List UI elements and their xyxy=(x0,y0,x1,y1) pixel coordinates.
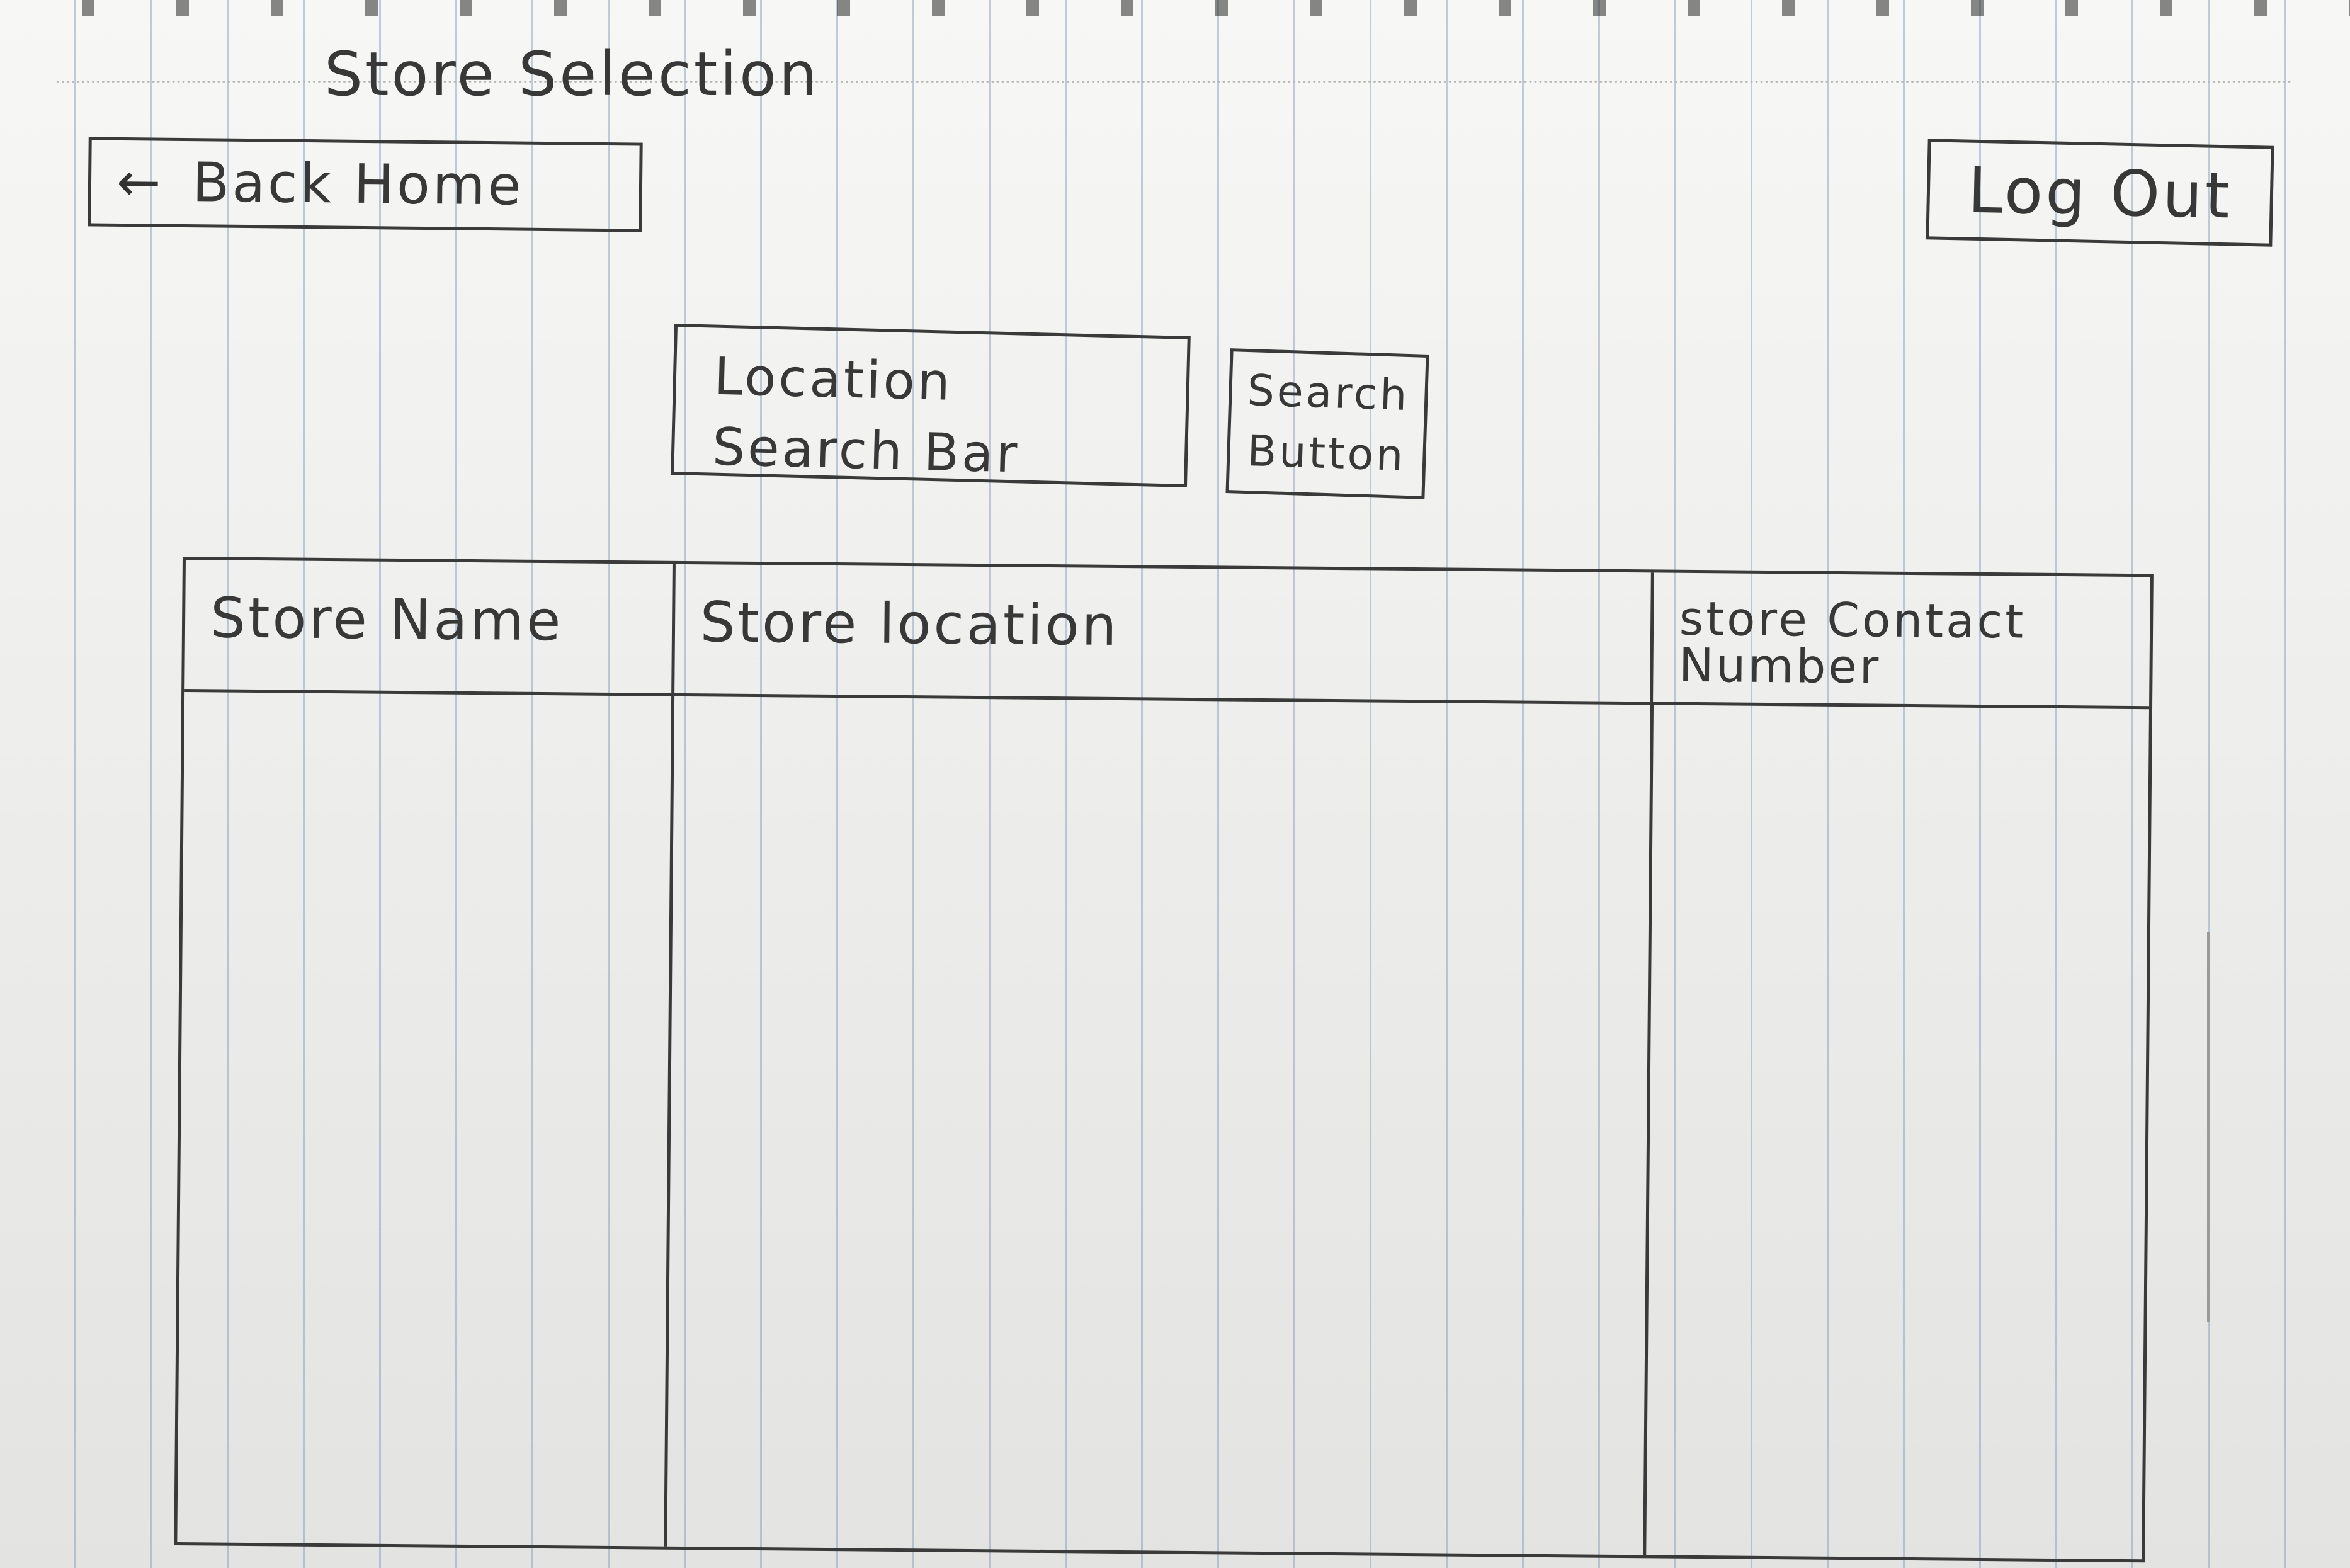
location-search-input[interactable]: Location Search Bar xyxy=(671,324,1191,487)
page-margin-line xyxy=(57,81,2293,83)
page-title: Store Selection xyxy=(324,39,820,110)
column-header-store-contact-number[interactable]: store Contact Number xyxy=(1678,591,2026,695)
log-out-button[interactable]: Log Out xyxy=(1926,139,2274,247)
arrow-left-icon: ← xyxy=(116,151,161,213)
table-header-row: Store Name Store location store Contact … xyxy=(184,560,2150,710)
store-table: Store Name Store location store Contact … xyxy=(174,557,2154,1563)
search-input-placeholder: Location Search Bar xyxy=(712,346,1021,485)
store-location-column xyxy=(666,696,1654,1555)
notebook-spiral-binding xyxy=(0,0,2350,16)
search-button-label: Search Button xyxy=(1246,365,1411,481)
table-body xyxy=(177,692,2149,1559)
store-name-column xyxy=(177,692,674,1547)
log-out-label: Log Out xyxy=(1967,153,2234,232)
back-home-button[interactable]: ← Back Home xyxy=(88,137,643,232)
search-button[interactable]: Search Button xyxy=(1225,348,1429,499)
page-edge-mark xyxy=(2207,932,2210,1322)
column-header-store-location[interactable]: Store location xyxy=(674,564,1655,702)
column-header-store-name[interactable]: Store Name xyxy=(184,560,676,693)
store-contact-column xyxy=(1646,705,2149,1559)
back-home-label: Back Home xyxy=(191,151,524,218)
